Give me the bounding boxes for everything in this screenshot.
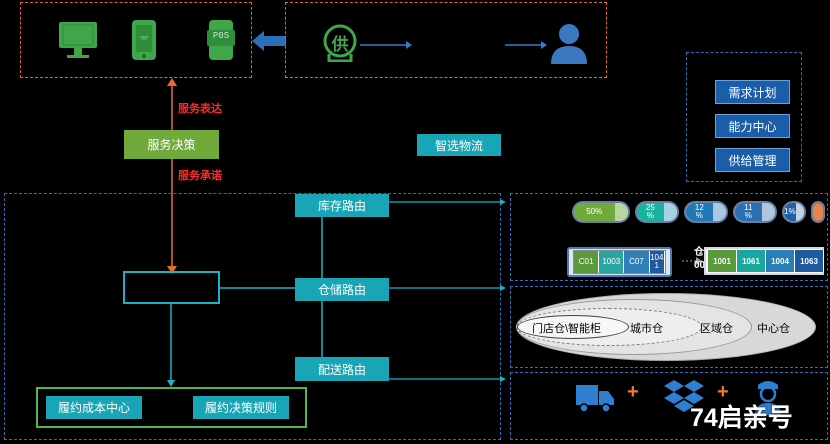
- layer-region-label: 区域仓: [700, 323, 733, 335]
- inventory-routing-button[interactable]: 库存路由: [295, 194, 389, 217]
- layer-city-ellipse: [516, 308, 702, 346]
- menu-supply-management[interactable]: 供给管理: [715, 148, 790, 172]
- warehouse-panel: [510, 286, 828, 368]
- inventory-share-pill: 25 %: [635, 201, 679, 223]
- courier-icon: [755, 381, 781, 415]
- fulfillment-box: [36, 387, 307, 428]
- smart-logistics-button[interactable]: 智选物流: [417, 134, 501, 156]
- user-icon: [551, 24, 587, 64]
- inventory-share-pill: [811, 201, 825, 223]
- truck-icon: [576, 385, 614, 413]
- arrow-supply-right: [360, 41, 412, 49]
- bar-left-cell: C01: [574, 251, 600, 273]
- pill-segment: [813, 203, 823, 221]
- supply-badge-icon: 供: [321, 24, 359, 62]
- pill-segment: 1%: [784, 203, 796, 221]
- bar-right-cell: 1004: [766, 250, 795, 272]
- bar-right-cell: 1001: [708, 250, 737, 272]
- pos-label: P0S: [212, 31, 230, 41]
- svg-text:?0?: ?0?: [140, 36, 149, 42]
- supply-char: 供: [331, 35, 349, 54]
- inventory-share-pill: 1%: [782, 201, 806, 223]
- label-service-promise: 服务承诺: [178, 170, 222, 182]
- fulfill-cost-center-button[interactable]: 履约成本中心: [46, 396, 142, 419]
- mobile-phone-icon: ?0?: [132, 20, 156, 60]
- bar-right-prefix: 仓 00): [694, 247, 709, 271]
- plus-sign-2: +: [717, 381, 729, 403]
- service-decision-button[interactable]: 服务决策: [124, 130, 219, 159]
- delivery-panel: [510, 372, 828, 440]
- right-menu-box: [686, 52, 802, 182]
- pill-segment: [663, 203, 677, 221]
- bar-right-cell: 1063: [795, 250, 824, 272]
- service-connector: [167, 78, 177, 274]
- inventory-share-pill: 12 %: [684, 201, 728, 223]
- layer-store-ellipse: [517, 315, 629, 339]
- inventory-share-pill: 50%: [572, 201, 630, 223]
- label-service-express: 服务表达: [178, 103, 222, 115]
- warehouse-routing-button[interactable]: 仓储路由: [295, 278, 389, 301]
- watermark: 74启亲号: [690, 404, 793, 432]
- bar-left-cell: C07: [624, 251, 650, 273]
- monitor-icon: [59, 22, 97, 58]
- pos-terminal-icon: P0S: [206, 19, 236, 61]
- dropbox-icon: [664, 380, 704, 412]
- inventory-share-pill: 11 %: [733, 201, 777, 223]
- bar-left-cell: 1003: [599, 251, 625, 273]
- channel-box: [20, 2, 252, 78]
- bar-transfer-arrow: [682, 257, 702, 265]
- routing-container: [4, 193, 501, 440]
- pill-segment: 25 %: [637, 203, 664, 221]
- plus-sign-1: +: [627, 381, 639, 403]
- pill-segment: [614, 203, 628, 221]
- fulfill-decision-rules-button[interactable]: 履约决策规则: [193, 396, 289, 419]
- layer-center-label: 中心仓: [757, 323, 790, 335]
- pill-segment: [761, 203, 775, 221]
- routing-core-box[interactable]: [123, 271, 220, 304]
- arrow-to-user: [505, 41, 547, 49]
- pill-segment: [795, 203, 804, 221]
- layer-store-label: 门店仓\智能柜: [532, 323, 602, 335]
- pill-segment: [712, 203, 726, 221]
- bar-right-cell: 1061: [737, 250, 766, 272]
- bar-left-cell: 104 1: [649, 251, 666, 273]
- menu-capability-center[interactable]: 能力中心: [715, 114, 790, 138]
- inventory-panel: [510, 193, 828, 281]
- supply-box: [285, 2, 607, 78]
- left-arrow-icon: [252, 31, 286, 51]
- menu-demand-plan[interactable]: 需求计划: [715, 80, 790, 104]
- layer-city-label: 城市仓: [630, 323, 663, 335]
- pill-segment: 11 %: [735, 203, 762, 221]
- pill-segment: 12 %: [686, 203, 713, 221]
- delivery-routing-button[interactable]: 配送路由: [295, 357, 389, 381]
- pill-segment: 50%: [574, 203, 615, 221]
